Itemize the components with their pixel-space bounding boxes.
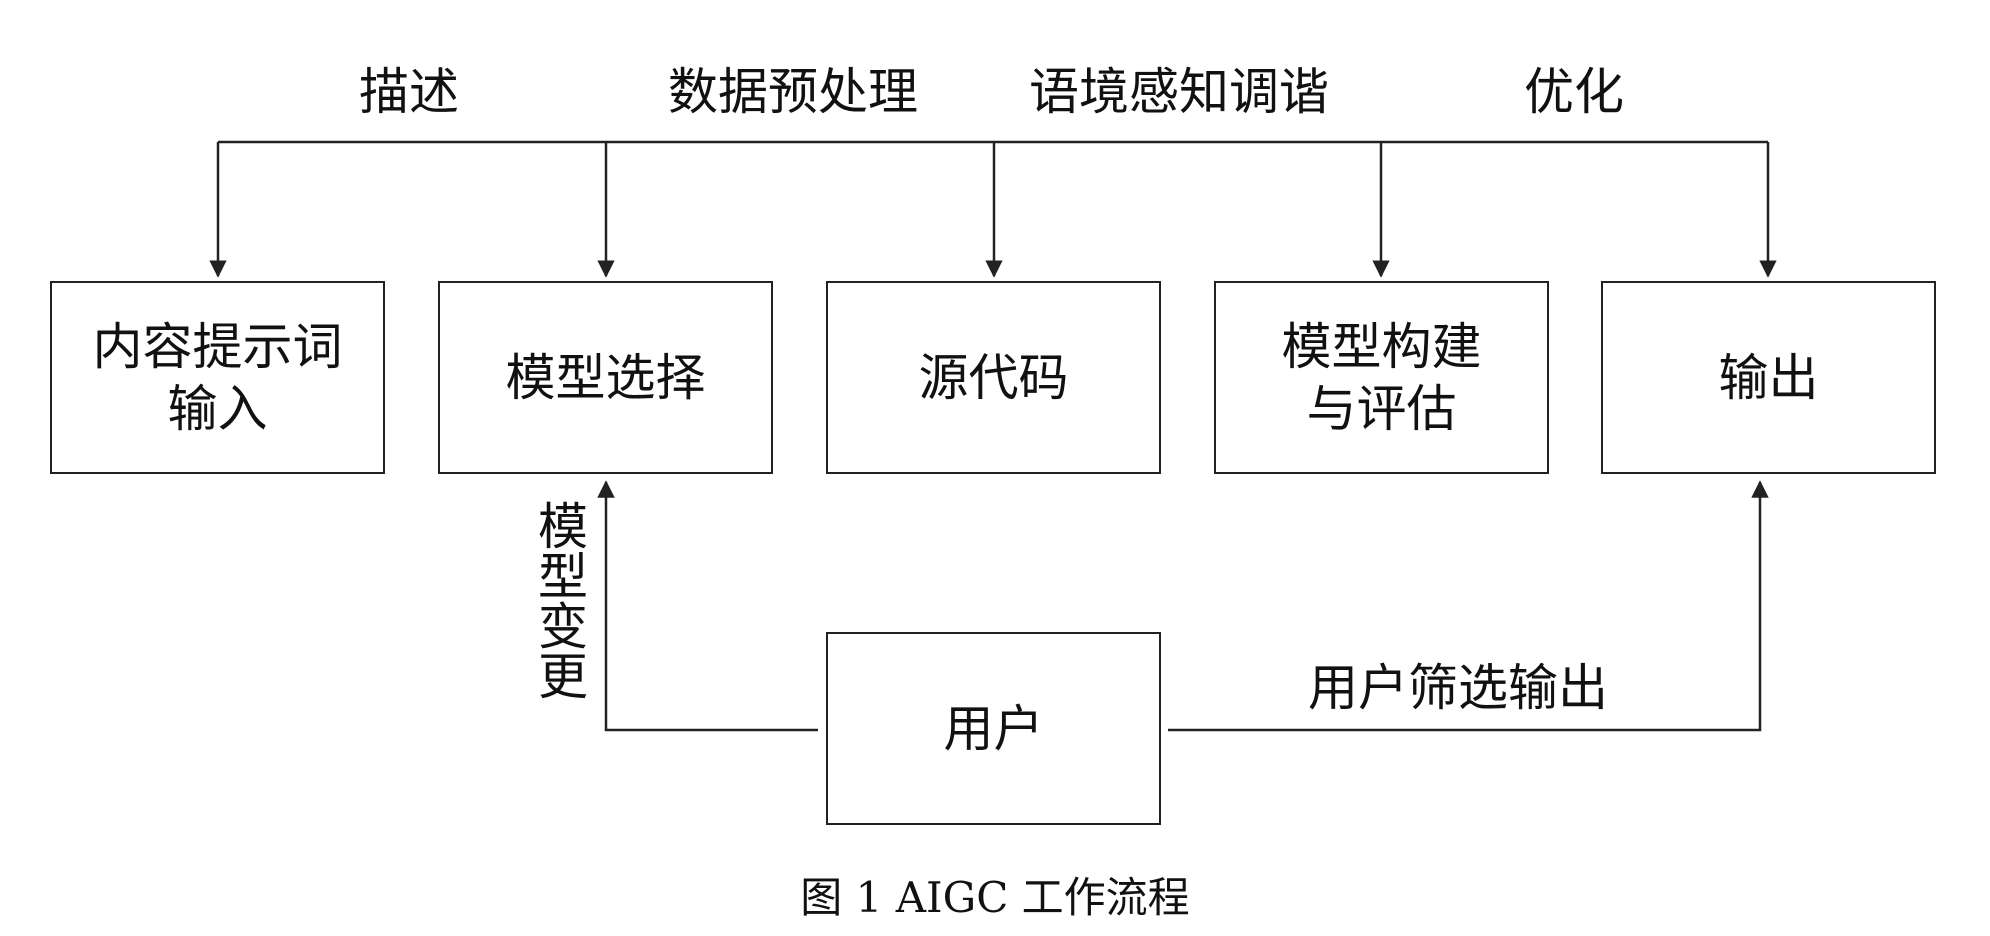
box-model-build-eval-text: 模型构建 与评估: [1281, 317, 1482, 438]
box-prompt-input: 内容提示词 输入: [50, 281, 385, 474]
box-prompt-input-text: 内容提示词 输入: [92, 317, 343, 438]
arrow-user-to-output: [1168, 480, 1769, 732]
label-model-change: 模型变更: [530, 500, 588, 700]
box-user: 用户: [826, 632, 1161, 825]
label-optimize: 优化: [1524, 63, 1624, 121]
box-model-select-text: 模型选择: [505, 348, 706, 407]
box-source-code: 源代码: [826, 281, 1161, 474]
box-output-text: 输出: [1718, 348, 1819, 407]
figure-caption: 图 1 AIGC 工作流程: [800, 873, 1190, 922]
label-context-tuning: 语境感知调谐: [1029, 63, 1329, 121]
box-user-text: 用户: [943, 699, 1044, 758]
box-model-select: 模型选择: [438, 281, 773, 474]
box-output: 输出: [1601, 281, 1936, 474]
arrow-user-to-model-select: [597, 480, 818, 732]
label-data-preprocess: 数据预处理: [668, 63, 918, 121]
box-source-code-text: 源代码: [918, 348, 1069, 407]
label-user-filter-output: 用户筛选输出: [1308, 659, 1608, 717]
box-model-build-eval: 模型构建 与评估: [1214, 281, 1549, 474]
label-describe: 描述: [359, 63, 459, 121]
